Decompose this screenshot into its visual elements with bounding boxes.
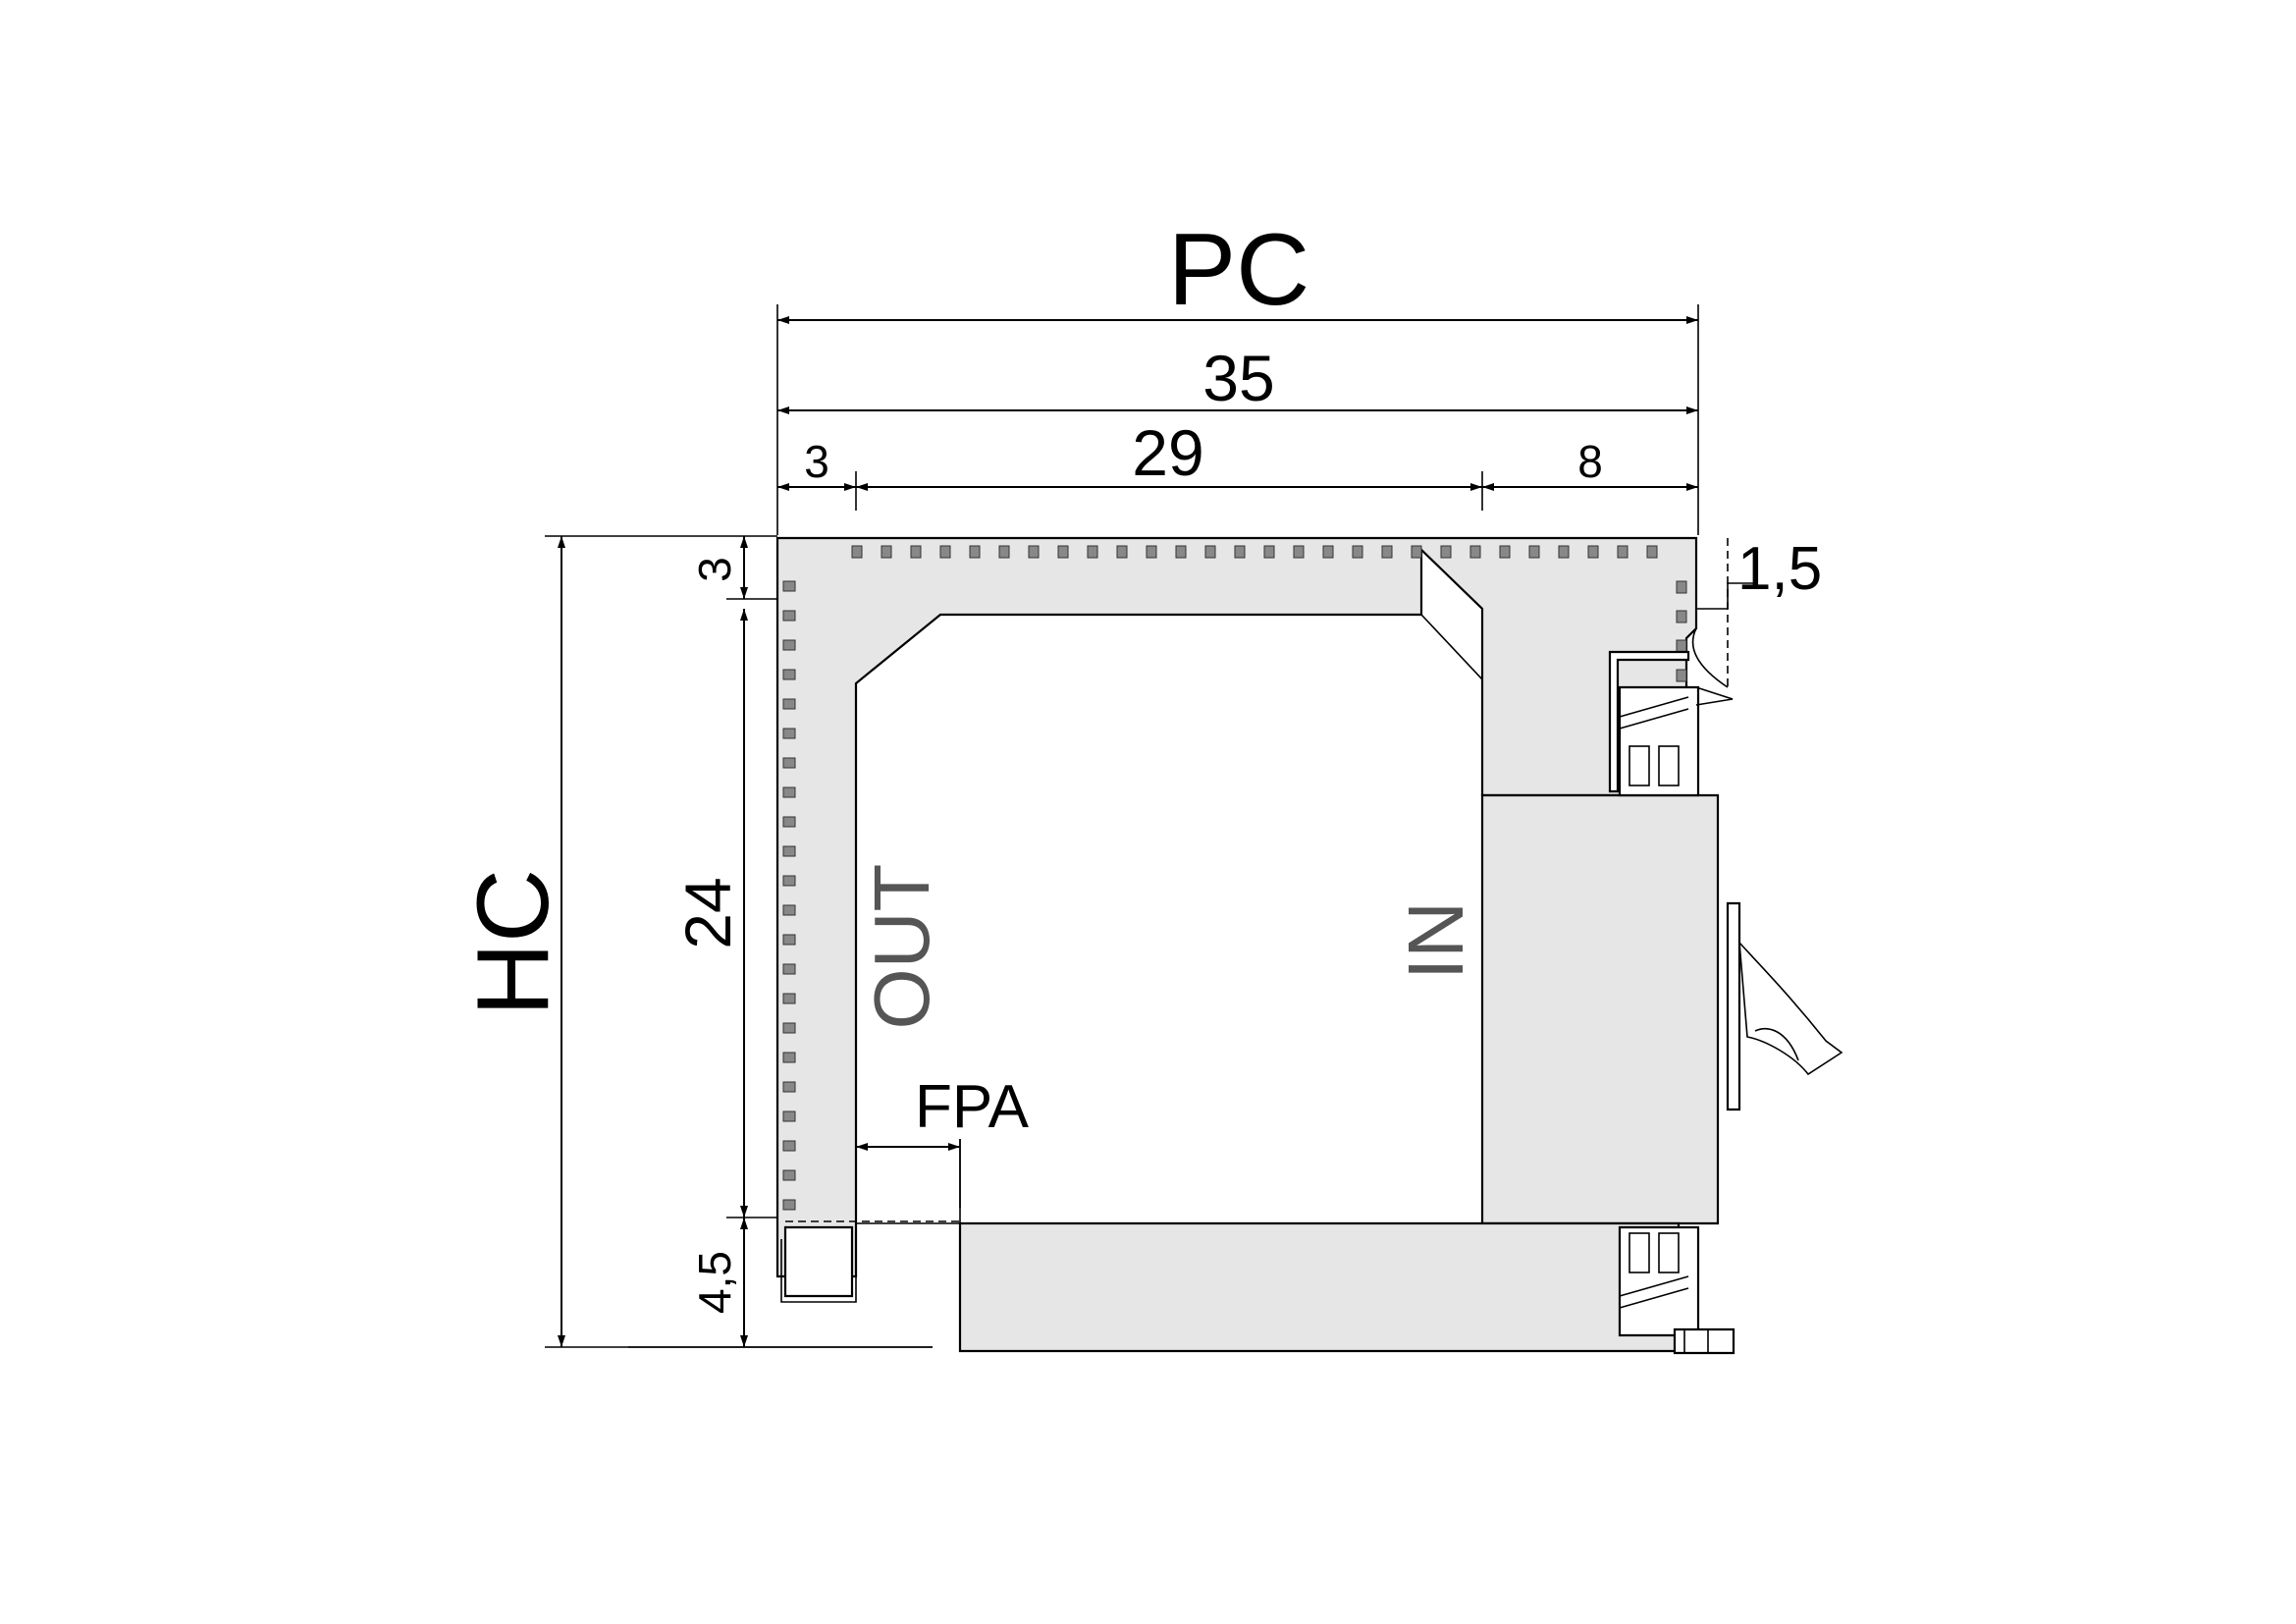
- fpa-label: FPA: [915, 1073, 1030, 1141]
- left-segment-value: 3: [804, 436, 829, 487]
- inner-height-value: 24: [671, 877, 744, 948]
- right-segment-value: 8: [1577, 436, 1603, 487]
- out-label: OUT: [858, 864, 945, 1030]
- left-serrations: [782, 580, 796, 1211]
- upper-right-profile: [1608, 538, 1734, 797]
- gap-leader: [1696, 582, 1757, 610]
- hc-label: HC: [456, 869, 570, 1016]
- left-dimensions: [545, 535, 933, 1348]
- lower-right-profile: [1618, 1225, 1735, 1355]
- fpa-dimension: [856, 1139, 961, 1208]
- box-body: [775, 536, 1720, 1353]
- total-width-value: 35: [1202, 342, 1274, 414]
- right-serrations: [1676, 580, 1687, 682]
- bottom-thickness-value: 4,5: [689, 1251, 740, 1314]
- side-handle: [1726, 901, 1843, 1111]
- in-label: IN: [1392, 901, 1479, 980]
- pc-label: PC: [1168, 213, 1309, 327]
- top-serrations: [851, 545, 1658, 559]
- top-thickness-value: 3: [689, 557, 740, 582]
- top-gap-value: 1,5: [1737, 535, 1822, 603]
- middle-segment-value: 29: [1132, 416, 1203, 489]
- top-dimensions: [776, 304, 1699, 535]
